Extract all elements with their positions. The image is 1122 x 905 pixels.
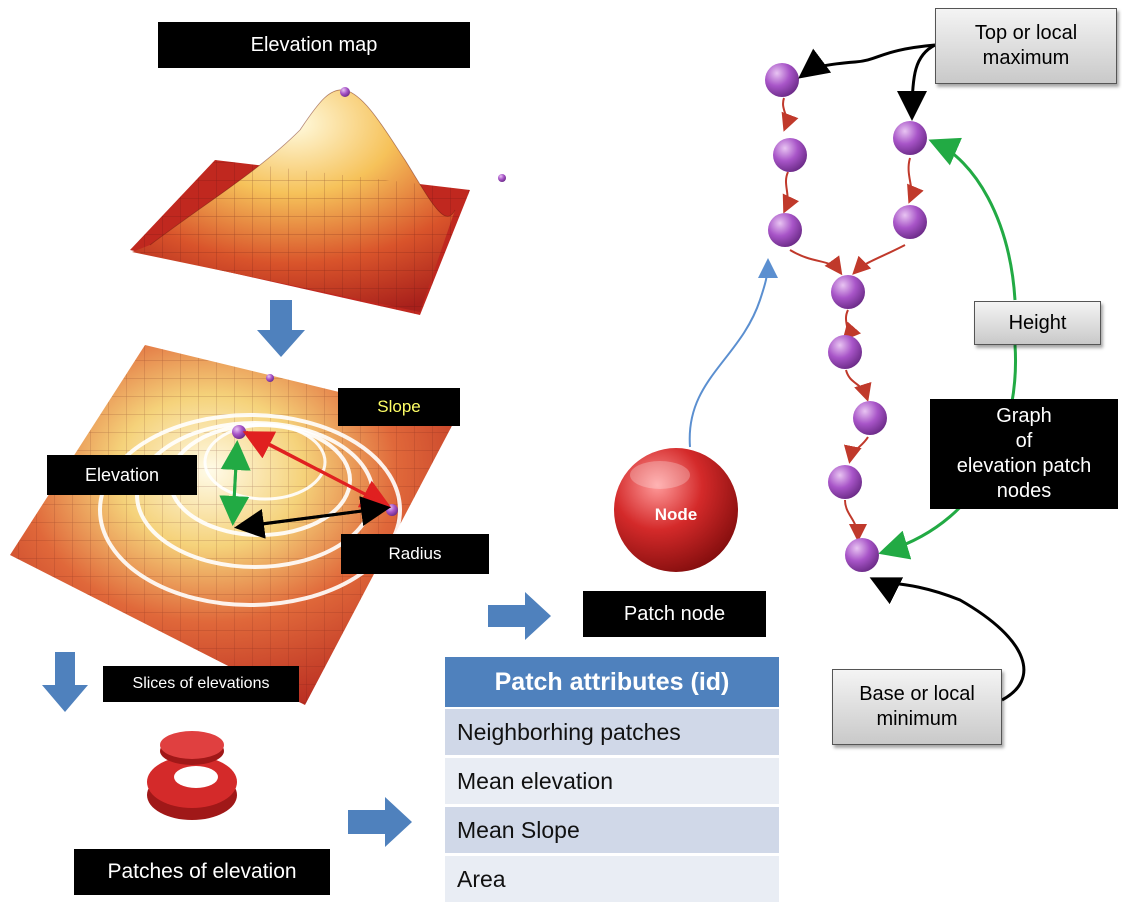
elevation-surface [130, 87, 506, 315]
graph-node [893, 205, 927, 239]
edge-point [266, 374, 274, 382]
graph-node [765, 63, 799, 97]
graph-edges [781, 97, 924, 542]
label-elevation-map: Elevation map [158, 22, 470, 68]
patch-attributes-table: Patch attributes (id) Neighborhing patch… [445, 657, 779, 905]
graph-node [831, 275, 865, 309]
down-arrow-icon [257, 300, 305, 357]
min-arrow [869, 577, 1026, 702]
max-arrow-1 [798, 43, 936, 79]
corner-point [498, 174, 506, 182]
label-graph: Graph of elevation patch nodes [930, 399, 1118, 509]
node-label: Node [654, 505, 698, 524]
table-header: Patch attributes (id) [445, 657, 779, 707]
label-slope: Slope [338, 388, 460, 426]
patch-shapes-icon [147, 731, 237, 820]
label-elevation: Elevation [47, 455, 197, 495]
right-arrow-icon-1 [348, 797, 412, 847]
elevation-topview [10, 345, 455, 705]
graph-node [768, 213, 802, 247]
peak-point [340, 87, 350, 97]
right-arrow-icon-2 [488, 592, 551, 640]
node-link-arrow [688, 258, 778, 448]
label-height: Height [974, 301, 1101, 345]
patch-node-ball [614, 448, 738, 572]
label-top-local-max: Top or local maximum [935, 8, 1117, 84]
table-row: Area [445, 856, 779, 902]
label-radius: Radius [341, 534, 489, 574]
graph-node [893, 121, 927, 155]
table-row: Neighborhing patches [445, 709, 779, 755]
slices-down-arrow-icon [42, 652, 88, 712]
graph-node [828, 465, 862, 499]
graph-node [773, 138, 807, 172]
label-base-local-min: Base or local minimum [832, 669, 1002, 745]
label-slices: Slices of elevations [103, 666, 299, 702]
radius-point [386, 504, 398, 516]
graph-node [828, 335, 862, 369]
table-row: Mean elevation [445, 758, 779, 804]
graph-node [853, 401, 887, 435]
label-patches: Patches of elevation [74, 849, 330, 895]
graph-nodes [765, 63, 927, 572]
max-arrow-2 [897, 43, 936, 121]
graph-node [845, 538, 879, 572]
height-arrow-up [928, 137, 1017, 301]
label-patch-node: Patch node [583, 591, 766, 637]
summit-point [232, 425, 246, 439]
table-row: Mean Slope [445, 807, 779, 853]
